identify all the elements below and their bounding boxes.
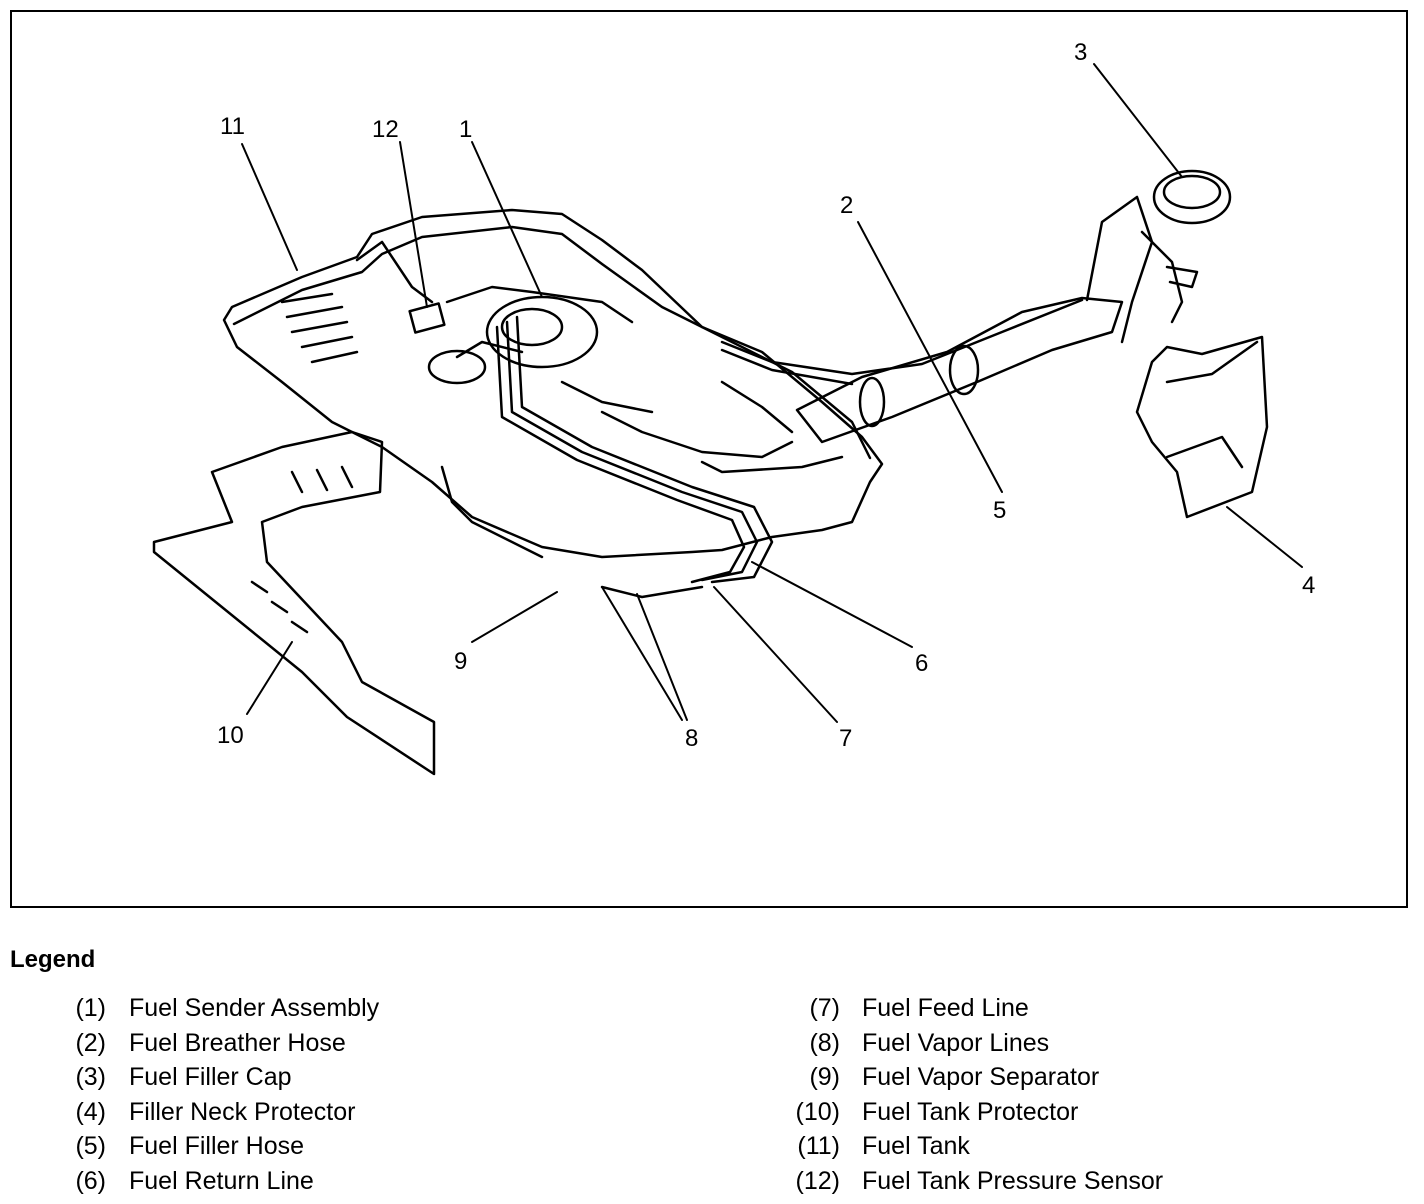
filler-neck-drawing [1085, 169, 1232, 344]
callout-6: 6 [915, 650, 929, 677]
callout-11: 11 [220, 113, 245, 140]
legend-item: (10) Fuel Tank Protector [0, 1097, 1424, 1132]
legend-number: (10) [795, 1097, 840, 1126]
legend-number: (9) [809, 1063, 840, 1092]
legend-item: (9) Fuel Vapor Separator [0, 1062, 1424, 1097]
callout-4: 4 [1302, 572, 1316, 599]
legend-label: Fuel Vapor Separator [862, 1063, 1100, 1092]
legend-label: Fuel Feed Line [862, 994, 1029, 1022]
fuel-lines-drawing [495, 315, 774, 599]
legend-number: (3) [75, 1063, 106, 1092]
legend-label: Fuel Filler Cap [129, 1063, 292, 1092]
fuel-tank-drawing [222, 208, 884, 559]
legend-number: (4) [75, 1097, 106, 1126]
filler-hose-drawing [720, 296, 1124, 444]
callout-5: 5 [993, 497, 1007, 524]
legend-label: Filler Neck Protector [129, 1097, 356, 1126]
callout-1: 1 [459, 116, 473, 143]
legend-item: (1) Fuel Sender Assembly [0, 993, 700, 1028]
fuel-system-illustration [152, 63, 1303, 776]
legend-label: Fuel Return Line [129, 1166, 314, 1195]
legend-item: (7) Fuel Feed Line [0, 993, 1424, 1028]
legend-label: Fuel Tank Pressure Sensor [862, 1166, 1164, 1195]
legend-right-column: (7) Fuel Feed Line (8) Fuel Vapor Lines (9… [0, 993, 1424, 1201]
legend-item: (12) Fuel Tank Pressure Sensor [0, 1166, 1424, 1201]
legend-title: Legend [10, 946, 96, 973]
callout-9: 9 [454, 648, 468, 675]
legend-item: (8) Fuel Vapor Lines [0, 1028, 1424, 1063]
legend-number: (8) [809, 1028, 840, 1057]
legend-number: (11) [797, 1132, 840, 1161]
legend-number: (12) [795, 1166, 840, 1195]
legend-number: (2) [75, 1028, 106, 1057]
legend-item: (11) Fuel Tank [0, 1131, 1424, 1166]
legend-item: (6) Fuel Return Line [0, 1166, 700, 1201]
callout-10: 10 [217, 722, 244, 749]
filler-neck-protector-drawing [1135, 335, 1269, 519]
legend-number: (1) [75, 994, 106, 1022]
legend-item: (3) Fuel Filler Cap [0, 1062, 700, 1097]
callout-7: 7 [839, 725, 853, 752]
leader-lines [241, 63, 1303, 723]
legend-label: Fuel Breather Hose [129, 1028, 346, 1057]
legend-left-column: (1) Fuel Sender Assembly (2) Fuel Breather… [0, 993, 700, 1201]
legend-label: Fuel Sender Assembly [129, 994, 380, 1022]
callout-8: 8 [685, 725, 699, 752]
legend-label: Fuel Vapor Lines [862, 1028, 1050, 1057]
legend-label: Fuel Tank Protector [862, 1097, 1079, 1126]
callout-2: 2 [840, 192, 854, 219]
legend-label: Fuel Tank [862, 1132, 970, 1161]
legend-number: (5) [75, 1132, 106, 1161]
diagram-frame: 11 12 1 2 3 4 5 6 7 8 9 10 [10, 10, 1408, 908]
legend-label: Fuel Filler Hose [129, 1132, 305, 1161]
legend-item: (5) Fuel Filler Hose [0, 1131, 700, 1166]
legend-number: (6) [75, 1166, 106, 1195]
callout-3: 3 [1074, 39, 1088, 66]
legend-item: (4) Filler Neck Protector [0, 1097, 700, 1132]
fuel-tank-protector-drawing [152, 430, 436, 776]
legend-number: (7) [809, 994, 840, 1022]
legend-item: (2) Fuel Breather Hose [0, 1028, 700, 1063]
callout-12: 12 [372, 116, 399, 143]
